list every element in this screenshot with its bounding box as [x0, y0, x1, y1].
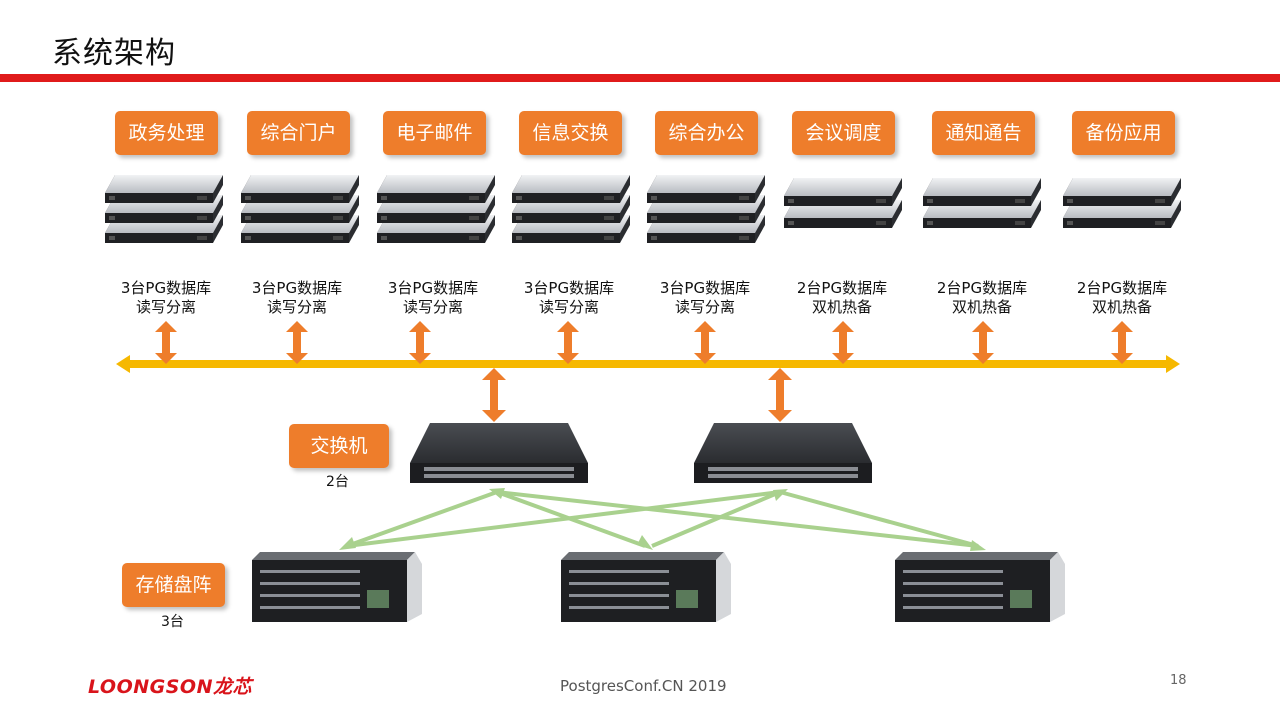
- storage-link-heads: [339, 488, 986, 551]
- network-switch-1: [410, 423, 588, 483]
- app-label-notice: 通知通告: [932, 111, 1035, 155]
- switch-count: 2台: [326, 474, 349, 490]
- storage-array-1: [252, 552, 422, 622]
- server-bus-arrows: [155, 321, 1133, 364]
- network-switch-2: [694, 423, 872, 483]
- network-bus: [116, 355, 1180, 373]
- server-stack-notice: [923, 178, 1041, 228]
- loongson-logo: LOONGSON龙芯: [88, 676, 252, 698]
- storage-array-2: [561, 552, 731, 622]
- app-label-gov: 政务处理: [115, 111, 218, 155]
- app-label-meeting: 会议调度: [792, 111, 895, 155]
- server-stack-email: [377, 175, 495, 243]
- db-desc-exchange: 3台PG数据库读写分离: [523, 279, 615, 316]
- page-title: 系统架构: [52, 36, 176, 71]
- db-desc-gov: 3台PG数据库读写分离: [120, 279, 212, 316]
- app-label-portal: 综合门户: [247, 111, 350, 155]
- server-stack-portal: [241, 175, 359, 243]
- db-desc-meeting: 2台PG数据库双机热备: [796, 279, 888, 316]
- storage-array-3: [895, 552, 1065, 622]
- footer-text: PostgresConf.CN 2019: [560, 677, 727, 695]
- server-stack-exchange: [512, 175, 630, 243]
- app-label-exchange: 信息交换: [519, 111, 622, 155]
- storage-count: 3台: [161, 614, 184, 630]
- app-label-office: 综合办公: [655, 111, 758, 155]
- server-stack-gov: [105, 175, 223, 243]
- server-stack-backup: [1063, 178, 1181, 228]
- app-label-backup: 备份应用: [1072, 111, 1175, 155]
- page-number: 18: [1170, 673, 1187, 688]
- db-desc-notice: 2台PG数据库双机热备: [936, 279, 1028, 316]
- db-desc-backup: 2台PG数据库双机热备: [1076, 279, 1168, 316]
- db-desc-office: 3台PG数据库读写分离: [659, 279, 751, 316]
- storage-label: 存储盘阵: [122, 563, 225, 607]
- storage-links: [346, 490, 979, 548]
- server-stack-office: [647, 175, 765, 243]
- app-label-email: 电子邮件: [383, 111, 486, 155]
- switch-label: 交换机: [289, 424, 389, 468]
- title-divider: [0, 74, 1280, 82]
- server-stack-meeting: [784, 178, 902, 228]
- bus-switch-arrows: [482, 368, 792, 422]
- db-desc-email: 3台PG数据库读写分离: [387, 279, 479, 316]
- db-desc-portal: 3台PG数据库读写分离: [251, 279, 343, 316]
